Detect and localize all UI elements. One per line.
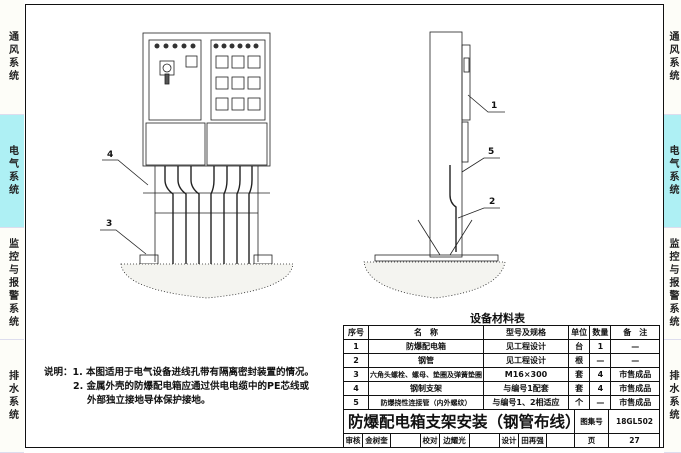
callout-4: 4	[107, 150, 114, 160]
cell: 4	[589, 367, 612, 382]
tab-monitoring-alarm[interactable]: 监控与报警系统	[0, 228, 24, 340]
cell: 1	[343, 339, 369, 354]
header-cell: 序号	[343, 325, 369, 340]
callout-2: 2	[489, 197, 496, 207]
callout-1: 1	[491, 101, 498, 111]
designer-name: 田再强	[519, 434, 547, 448]
table-header-row: 序号名 称型号及规格单位数量备 注	[343, 325, 660, 340]
header-cell: 型号及规格	[482, 325, 570, 340]
cell: —	[589, 395, 612, 410]
note-2-cont: 外部独立接地导体保护接地。	[87, 395, 211, 406]
side-view-distribution-box	[363, 31, 506, 299]
cell: 5	[343, 395, 369, 410]
atlas-number: 18GL502	[609, 410, 660, 434]
header-cell: 备 注	[610, 325, 660, 340]
cell: 市售成品	[610, 395, 660, 410]
cell: 个	[567, 395, 591, 410]
cell: 钢管	[367, 353, 484, 368]
tab-electrical[interactable]: 电气系统	[664, 115, 681, 228]
checker-name: 边耀光	[440, 434, 470, 448]
front-view-distribution-box	[100, 32, 294, 299]
page-label: 页	[575, 434, 609, 448]
tab-electrical[interactable]: 电气系统	[0, 115, 24, 228]
tab-ventilation[interactable]: 通风系统	[0, 0, 24, 115]
cell: 与编号1配套	[482, 381, 570, 396]
checker-signature	[470, 434, 500, 448]
cell: M16×300	[482, 367, 570, 382]
note-1: 1. 本图适用于电气设备进线孔带有隔离密封装置的情况。	[72, 367, 315, 378]
header-cell: 单位	[567, 325, 591, 340]
header-cell: 数量	[589, 325, 612, 340]
cell: 见工程设计	[482, 353, 570, 368]
cell: 2	[343, 353, 369, 368]
tab-monitoring-alarm[interactable]: 监控与报警系统	[664, 228, 681, 340]
notes: 说明：1. 本图适用于电气设备进线孔带有隔离密封装置的情况。 2. 金属外壳的防…	[44, 366, 314, 408]
callout-5: 5	[488, 147, 495, 157]
left-category-tabs: 通风系统 电气系统 监控与报警系统 排水系统	[0, 0, 24, 453]
drawing-title: 防爆配电箱支架安装（钢管布线）	[344, 410, 581, 434]
notes-prefix: 说明：	[44, 367, 73, 378]
cell: 套	[567, 367, 591, 382]
note-2: 2. 金属外壳的防爆配电箱应通过供电电缆中的PE芯线或	[73, 381, 309, 392]
cell: 与编号1、2相适应	[482, 395, 570, 410]
check-label: 校对	[421, 434, 440, 448]
tab-ventilation[interactable]: 通风系统	[664, 0, 681, 115]
cell: 3	[343, 367, 369, 382]
cell: 1	[589, 339, 612, 354]
cell: 根	[567, 353, 591, 368]
cell: 见工程设计	[482, 339, 570, 354]
cell: 防爆挠性连接管（内外螺纹）	[367, 395, 484, 410]
title-block: 防爆配电箱支架安装（钢管布线） 图集号 18GL502 审核 金树奎 校对 边耀…	[343, 409, 660, 448]
cell: 4	[343, 381, 369, 396]
reviewer-signature	[391, 434, 421, 448]
cell: 市售成品	[610, 381, 660, 396]
cell: 台	[567, 339, 591, 354]
cell: —	[589, 353, 612, 368]
page-number: 27	[629, 436, 640, 445]
cell: 4	[589, 381, 612, 396]
cell: 市售成品	[610, 367, 660, 382]
header-cell: 名 称	[367, 325, 484, 340]
cell: 六角头螺栓、螺母、垫圈及弹簧垫圈	[367, 367, 484, 382]
right-category-tabs: 通风系统 电气系统 监控与报警系统 排水系统	[664, 0, 681, 453]
cell: 钢制支架	[367, 381, 484, 396]
cell: 套	[567, 381, 591, 396]
design-label: 设计	[500, 434, 519, 448]
cell: —	[610, 339, 660, 354]
cell: —	[610, 353, 660, 368]
reviewer-name: 金树奎	[363, 434, 391, 448]
atlas-label: 图集号	[575, 410, 609, 434]
material-table-title: 设备材料表	[470, 312, 525, 325]
cell: 防爆配电箱	[367, 339, 484, 354]
review-label: 审核	[344, 434, 363, 448]
designer-signature	[547, 434, 575, 448]
callout-3: 3	[106, 219, 113, 229]
